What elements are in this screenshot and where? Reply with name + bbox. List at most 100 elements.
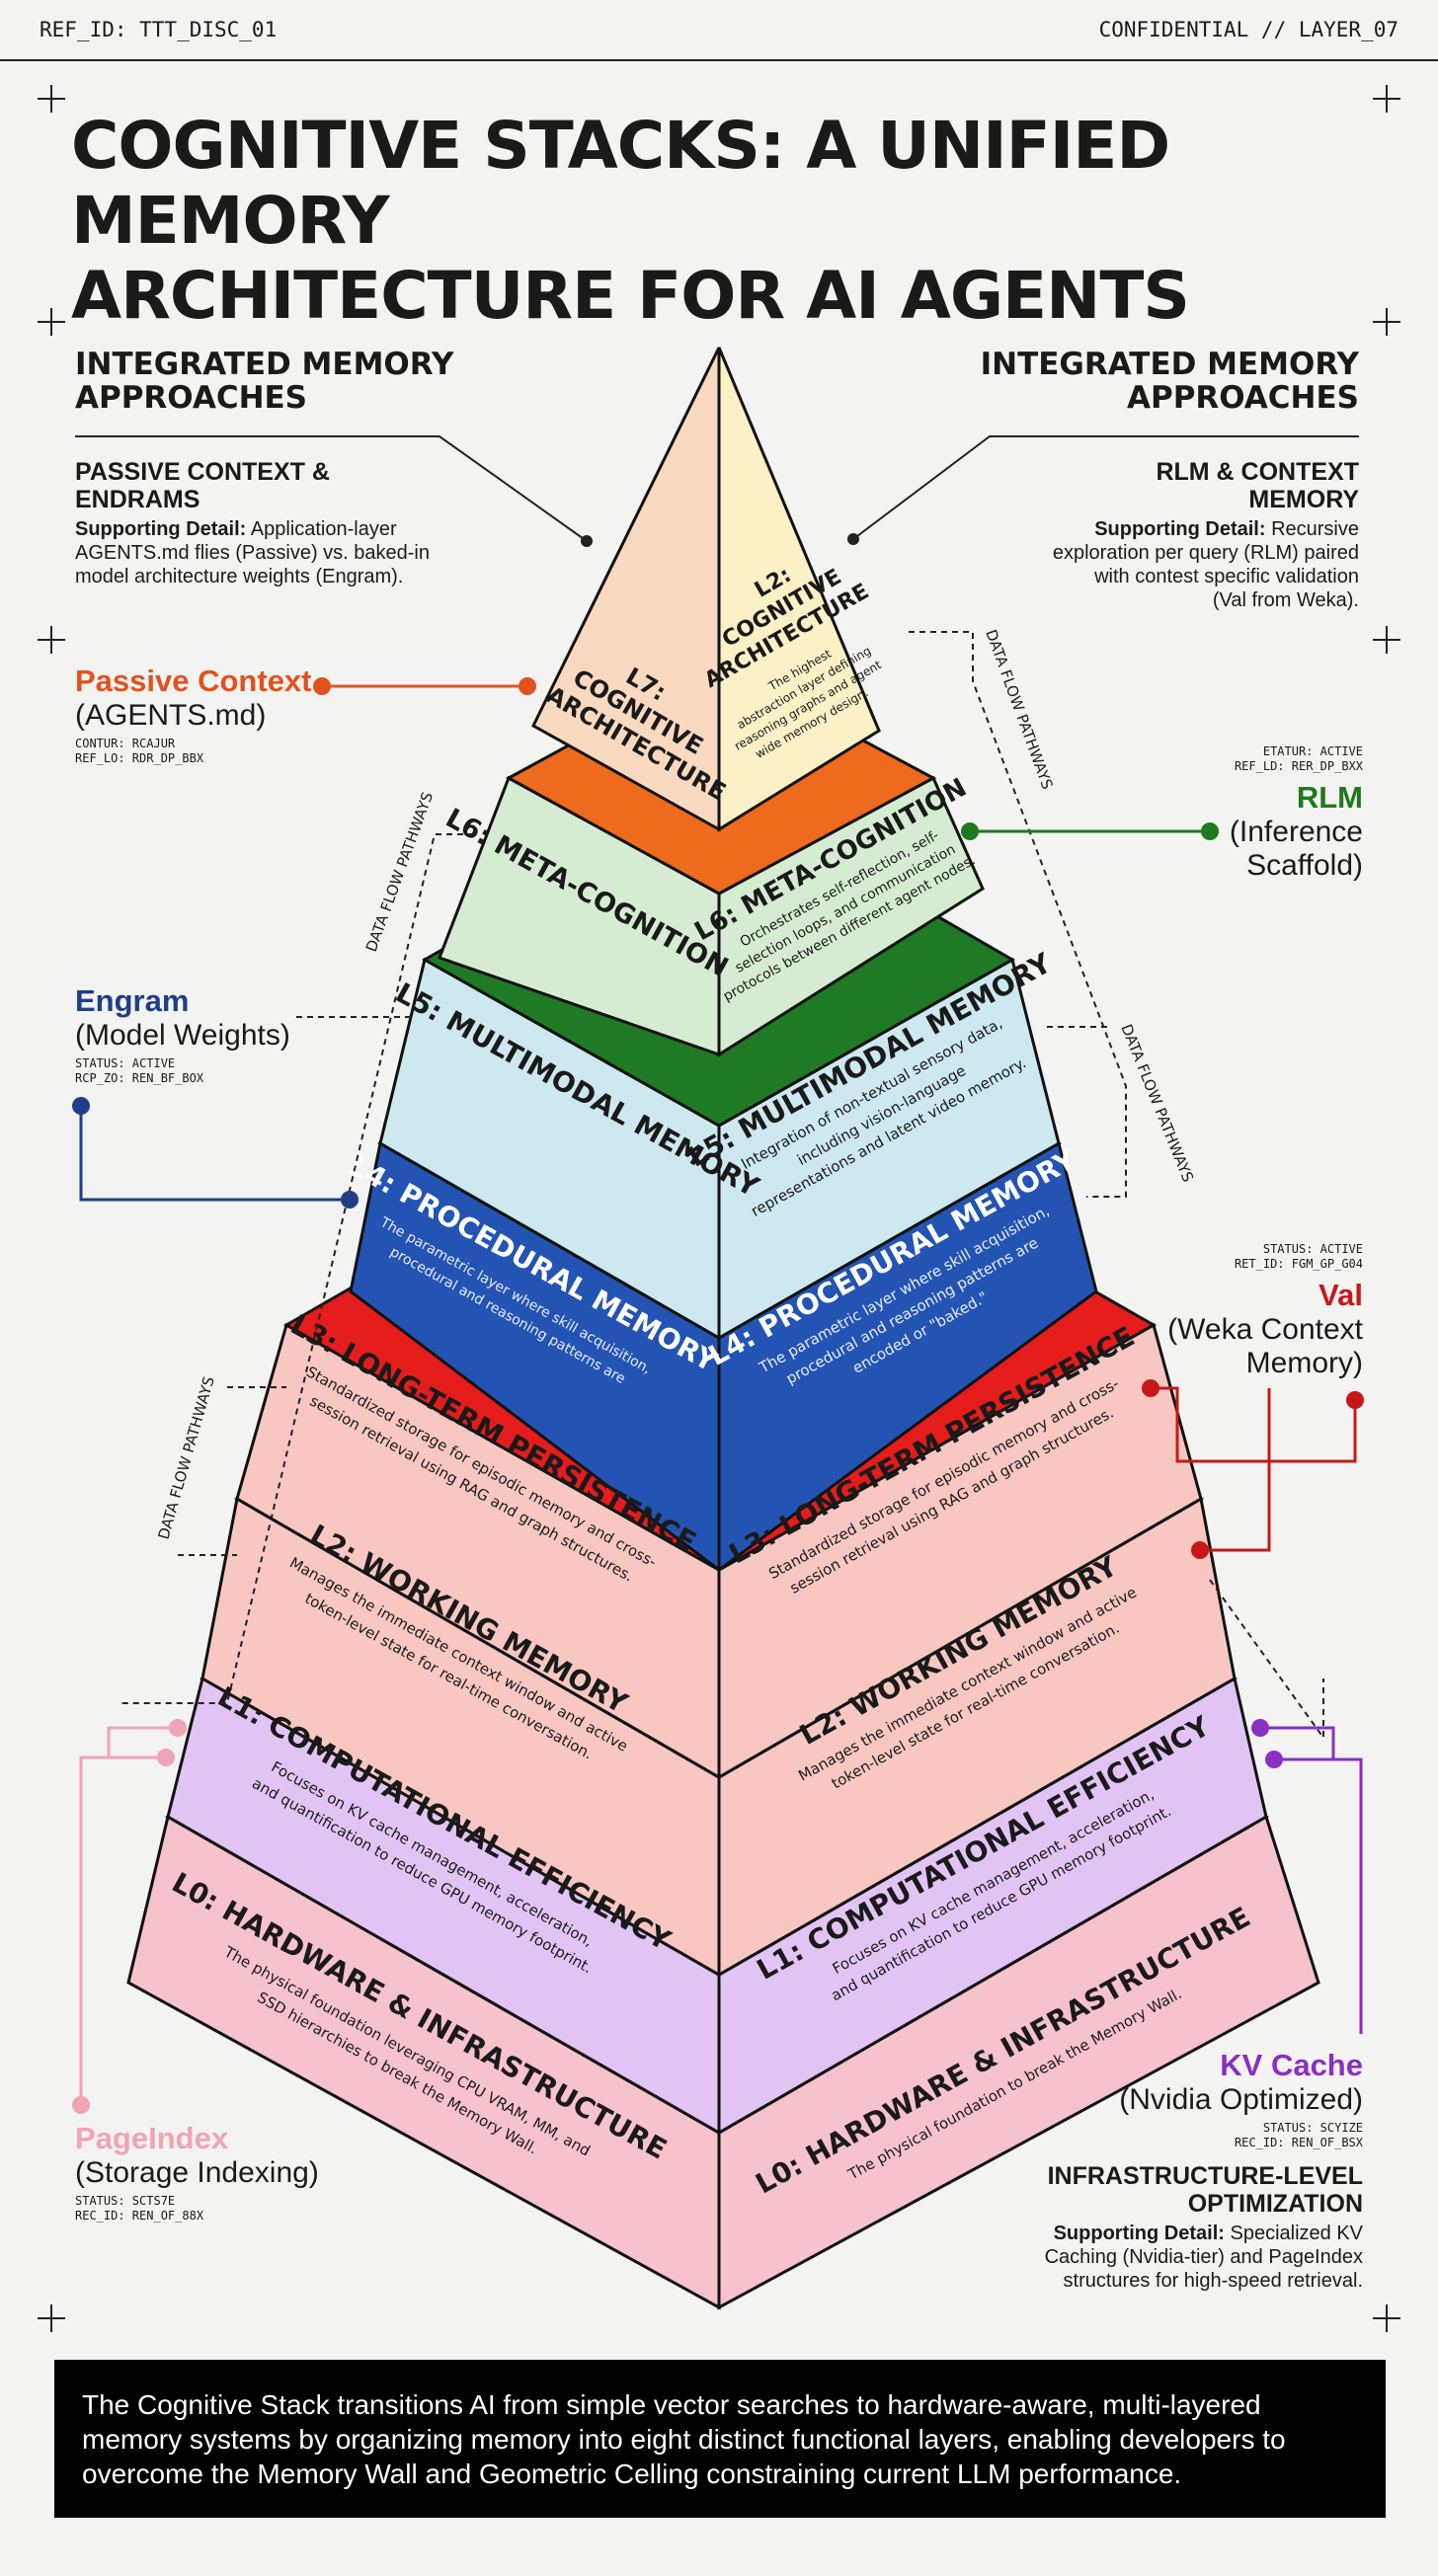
callout-passive-context: Passive Context (AGENTS.md) CONTUR: RCAJ… bbox=[75, 664, 332, 766]
right-detail-line-3: with contest specific validation bbox=[1094, 566, 1359, 587]
left-detail-line-2: AGENTS.md flies (Passive) vs. baked-in bbox=[75, 542, 430, 564]
right-flow-path bbox=[909, 631, 1127, 1198]
rlm-name: RLM bbox=[1296, 780, 1363, 815]
engram-connector bbox=[79, 1106, 350, 1202]
left-leader-line bbox=[75, 435, 588, 542]
val-status: STATUS: ACTIVE bbox=[1262, 1242, 1363, 1256]
infra-detail-line-3: structures for high-speed retrieval. bbox=[1063, 2270, 1363, 2292]
right-sub-line-1: RLM & CONTEXT bbox=[1156, 458, 1359, 486]
confidential-label: CONFIDENTIAL // LAYER_07 bbox=[1098, 18, 1398, 41]
kv-cache-name: KV Cache bbox=[1220, 2048, 1363, 2082]
right-detail-label: Supporting Detail: bbox=[1094, 518, 1266, 540]
infra-heading: INFRASTRUCTURE-LEVEL OPTIMIZATION bbox=[988, 2162, 1363, 2218]
val-connector-dot bbox=[1346, 1391, 1364, 1409]
right-sub-line-2: MEMORY bbox=[1248, 486, 1359, 513]
engram-name: Engram bbox=[75, 983, 190, 1018]
crosshair-icon bbox=[38, 626, 65, 654]
left-detail-label: Supporting Detail: bbox=[75, 518, 247, 540]
callout-val: STATUS: ACTIVE RET_ID: FGM_GP_G04 Val (W… bbox=[1067, 1242, 1363, 1380]
val-connector-dot bbox=[1191, 1541, 1209, 1559]
top-bar: REF_ID: TTT_DISC_01 CONFIDENTIAL // LAYE… bbox=[0, 0, 1438, 61]
crosshair-icon bbox=[38, 2304, 65, 2332]
left-heading-line-2: APPROACHES bbox=[75, 380, 308, 416]
passive-context-ref: REF_LO: RDR_DP_BBX bbox=[75, 751, 204, 765]
rlm-sub-1: (Inference bbox=[1229, 816, 1363, 848]
val-connector bbox=[1151, 1386, 1357, 1463]
right-heading-line-1: INTEGRATED MEMORY bbox=[980, 347, 1359, 382]
pageindex-name: PageIndex bbox=[75, 2121, 229, 2155]
engram-connector-dot bbox=[341, 1191, 359, 1209]
right-detail-line-1: Recursive bbox=[1265, 518, 1359, 540]
infrastructure-panel: INFRASTRUCTURE-LEVEL OPTIMIZATION Suppor… bbox=[988, 2162, 1363, 2293]
right-panel-detail: Supporting Detail: Recursive exploration… bbox=[919, 517, 1359, 612]
ref-id-label: REF_ID: TTT_DISC_01 bbox=[40, 18, 278, 41]
left-detail-line-3: model architecture weights (Engram). bbox=[75, 566, 404, 587]
right-heading-line-2: APPROACHES bbox=[1126, 380, 1359, 416]
left-sub-line-2: ENDRAMS bbox=[75, 486, 200, 513]
right-panel-subheading: RLM & CONTEXT MEMORY bbox=[919, 458, 1359, 513]
crosshair-icon bbox=[1373, 626, 1400, 654]
infra-detail-line-1: Specialized KV bbox=[1224, 2223, 1363, 2244]
val-ref: RET_ID: FGM_GP_G04 bbox=[1234, 1257, 1363, 1271]
left-approaches-panel: INTEGRATED MEMORY APPROACHES PASSIVE CON… bbox=[75, 348, 490, 588]
kv-connector-dot bbox=[1251, 1719, 1269, 1737]
flow-label-left-lower: DATA FLOW PATHWAYS bbox=[155, 1374, 218, 1541]
crosshair-icon bbox=[1373, 2304, 1400, 2332]
pageindex-connector-dot bbox=[157, 1749, 175, 1766]
val-connector bbox=[1200, 1388, 1271, 1552]
right-panel-heading: INTEGRATED MEMORY APPROACHES bbox=[919, 348, 1359, 415]
rlm-connector-dot bbox=[961, 822, 979, 840]
title-line-1: COGNITIVE STACKS: A UNIFIED MEMORY bbox=[71, 108, 1170, 259]
flow-label-right-lower: DATA FLOW PATHWAYS bbox=[1117, 1022, 1197, 1185]
page-title: COGNITIVE STACKS: A UNIFIED MEMORY ARCHI… bbox=[71, 109, 1375, 334]
val-sub-1: (Weka Context bbox=[1167, 1313, 1363, 1346]
crosshair-icon bbox=[1373, 85, 1400, 113]
engram-status: STATUS: ACTIVE bbox=[75, 1056, 176, 1070]
rlm-connector-dot bbox=[1201, 822, 1219, 840]
passive-context-sub: (AGENTS.md) bbox=[75, 699, 267, 732]
title-line-2: ARCHITECTURE FOR AI AGENTS bbox=[71, 258, 1190, 334]
callout-engram: Engram (Model Weights) STATUS: ACTIVE RC… bbox=[75, 983, 332, 1086]
footer-text: The Cognitive Stack transitions AI from … bbox=[82, 2389, 1286, 2489]
rlm-ref: REF_LD: RER_DP_BXX bbox=[1234, 759, 1363, 773]
crosshair-markers bbox=[38, 85, 1400, 2332]
passive-connector-dot bbox=[313, 677, 331, 695]
pageindex-status: STATUS: SCTS7E bbox=[75, 2194, 176, 2208]
right-detail-line-4: (Val from Weka). bbox=[1212, 589, 1359, 611]
engram-connector-dot bbox=[72, 1097, 90, 1115]
callout-pageindex: PageIndex (Storage Indexing) STATUS: SCT… bbox=[75, 2121, 371, 2224]
infra-detail-label: Supporting Detail: bbox=[1053, 2223, 1225, 2244]
infra-detail: Supporting Detail: Specialized KV Cachin… bbox=[988, 2222, 1363, 2293]
pageindex-ref: REC_ID: REN_OF_88X bbox=[75, 2209, 204, 2223]
left-detail-line-1: Application-layer bbox=[246, 518, 397, 540]
left-panel-detail: Supporting Detail: Application-layer AGE… bbox=[75, 517, 490, 588]
left-panel-subheading: PASSIVE CONTEXT & ENDRAMS bbox=[75, 458, 490, 513]
flow-label-right-upper: DATA FLOW PATHWAYS bbox=[982, 627, 1056, 792]
crosshair-icon bbox=[38, 308, 65, 336]
engram-ref: RCP_ZO: REN_BF_BOX bbox=[75, 1071, 204, 1085]
callout-rlm: ETATUR: ACTIVE REF_LD: RER_DP_BXX RLM (I… bbox=[1106, 744, 1363, 883]
right-leader-dot bbox=[847, 533, 859, 545]
callout-kv-cache: KV Cache (Nvidia Optimized) STATUS: SCYI… bbox=[1067, 2048, 1363, 2150]
infra-heading-line-1: INFRASTRUCTURE-LEVEL bbox=[1047, 2162, 1363, 2190]
layer-l7 bbox=[531, 347, 881, 832]
val-connector-dot bbox=[1142, 1379, 1159, 1397]
pageindex-sub: (Storage Indexing) bbox=[75, 2156, 319, 2189]
kv-connector-dot bbox=[1265, 1751, 1283, 1768]
kv-cache-status: STATUS: SCYIZE bbox=[1262, 2121, 1363, 2135]
right-detail-line-2: exploration per query (RLM) paired bbox=[1052, 542, 1359, 564]
infra-detail-line-2: Caching (Nvidia-tier) and PageIndex bbox=[1044, 2246, 1363, 2268]
left-heading-line-1: INTEGRATED MEMORY bbox=[75, 347, 454, 382]
kv-cache-sub: (Nvidia Optimized) bbox=[1119, 2083, 1363, 2116]
passive-context-status: CONTUR: RCAJUR bbox=[75, 737, 176, 750]
engram-sub: (Model Weights) bbox=[75, 1019, 290, 1052]
pageindex-connector-dot bbox=[72, 2096, 90, 2114]
left-panel-heading: INTEGRATED MEMORY APPROACHES bbox=[75, 348, 490, 415]
crosshair-icon bbox=[1373, 308, 1400, 336]
val-sub-2: Memory) bbox=[1245, 1347, 1363, 1379]
kv-cache-ref: REC_ID: REN_OF_BSX bbox=[1234, 2136, 1363, 2149]
passive-context-name: Passive Context bbox=[75, 664, 312, 698]
right-leader-line bbox=[852, 435, 1359, 540]
rlm-status: ETATUR: ACTIVE bbox=[1262, 744, 1363, 758]
left-sub-line-1: PASSIVE CONTEXT & bbox=[75, 458, 330, 486]
